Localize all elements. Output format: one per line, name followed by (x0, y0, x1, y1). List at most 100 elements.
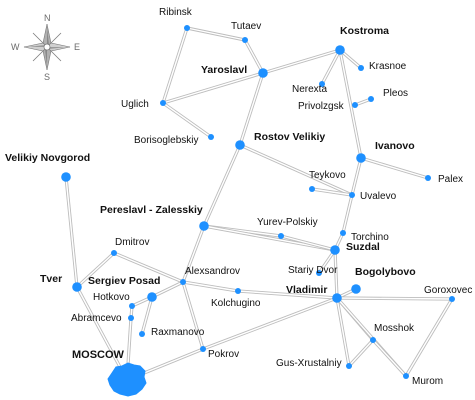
city-dot[interactable] (368, 96, 374, 102)
city-velikiy[interactable]: Velikiy Novgorod (5, 152, 90, 182)
city-dot[interactable] (242, 37, 248, 43)
city-dmitrov[interactable]: Dmitrov (111, 237, 149, 256)
city-yurev[interactable]: Yurev-Polskiy (257, 217, 318, 239)
city-label: Krasnoe (369, 61, 407, 72)
road-yaroslavl-rostov (238, 71, 265, 147)
city-krasnoe[interactable]: Krasnoe (358, 61, 407, 72)
city-suzdal[interactable]: Suzdal (330, 241, 380, 255)
city-dot[interactable] (358, 65, 364, 71)
city-hotkovo[interactable]: Hotkovo (93, 292, 135, 309)
city-ivanovo[interactable]: Ivanovo (356, 140, 415, 163)
city-abramcevo[interactable]: Abramcevo (71, 313, 134, 324)
road-rostov-pereslavl (202, 143, 242, 228)
city-dot[interactable] (72, 282, 82, 292)
city-label: Vladimir (286, 284, 327, 296)
city-dot[interactable] (356, 153, 366, 163)
city-dot[interactable] (316, 270, 322, 276)
city-dot[interactable] (160, 100, 166, 106)
city-dot[interactable] (235, 288, 241, 294)
city-bogolybovo[interactable]: Bogolybovo (351, 266, 416, 294)
city-dot[interactable] (352, 102, 358, 108)
city-dot[interactable] (278, 233, 284, 239)
city-goroxovec[interactable]: Goroxovec (424, 285, 472, 302)
city-kolchugino[interactable]: Kolchugino (211, 288, 261, 309)
city-stariy[interactable]: Stariy Dvor (288, 265, 338, 276)
city-label: Torchino (351, 232, 389, 243)
city-vladimir[interactable]: Vladimir (286, 284, 342, 303)
city-sergiev[interactable]: Sergiev Posad (88, 275, 160, 302)
city-dot[interactable] (180, 279, 186, 285)
city-dot[interactable] (403, 373, 409, 379)
city-label: Pereslavl - Zalesskiy (100, 204, 203, 216)
city-uvalevo[interactable]: Uvalevo (349, 191, 397, 202)
compass-north-label: N (44, 13, 51, 23)
city-dot[interactable] (349, 192, 355, 198)
road-dmitrov-alexandrov (112, 251, 185, 284)
city-borisoglebskiy[interactable]: Borisoglebskiy (134, 134, 214, 146)
compass-west-label: W (11, 42, 20, 52)
road-suzdal-vladimir (333, 248, 339, 300)
road-alexandrov-kolchugino (181, 280, 240, 293)
city-mosshok[interactable]: Mosshok (370, 323, 415, 343)
city-dot[interactable] (184, 25, 190, 31)
road-sergiev-raxmanovo (140, 295, 154, 336)
city-dot[interactable] (335, 45, 345, 55)
city-dot[interactable] (258, 68, 268, 78)
city-pereslavl[interactable]: Pereslavl - Zalesskiy (100, 204, 209, 231)
city-label: Suzdal (346, 241, 380, 253)
city-label: Kolchugino (211, 298, 261, 309)
road-ivanovo-palex (359, 156, 430, 180)
city-dot[interactable] (330, 245, 340, 255)
city-dot[interactable] (309, 186, 315, 192)
city-privolzgsk[interactable]: Privolzgsk (298, 101, 358, 112)
city-tutaev[interactable]: Tutaev (231, 21, 261, 43)
city-dot[interactable] (147, 292, 157, 302)
city-palex[interactable]: Palex (425, 174, 463, 185)
city-dot[interactable] (319, 81, 325, 87)
road-uvalevo-torchino (341, 193, 354, 235)
city-dot[interactable] (332, 293, 342, 303)
city-dot[interactable] (208, 134, 214, 140)
city-dot[interactable] (200, 346, 206, 352)
city-uglich[interactable]: Uglich (121, 99, 166, 110)
city-label: Ribinsk (159, 7, 193, 18)
road-rybinsk-tutaev (185, 26, 247, 42)
city-nerexta[interactable]: Nerexta (292, 81, 327, 95)
city-label: Bogolybovo (355, 266, 416, 278)
city-rostov[interactable]: Rostov Velikiy (235, 131, 325, 150)
city-gus[interactable]: Gus-Xrustalniy (276, 358, 352, 369)
city-dot[interactable] (425, 175, 431, 181)
city-teykovo[interactable]: Teykovo (309, 170, 346, 192)
city-dot[interactable] (61, 172, 71, 182)
city-torchino[interactable]: Torchino (340, 230, 389, 243)
city-label: Kostroma (340, 25, 389, 37)
city-pokrov[interactable]: Pokrov (200, 346, 239, 360)
city-murom[interactable]: Murom (403, 373, 443, 387)
city-label: Mosshok (374, 323, 415, 334)
city-raxmanovo[interactable]: Raxmanovo (139, 327, 205, 338)
city-dot[interactable] (449, 296, 455, 302)
road-mosshok-murom (371, 338, 408, 378)
city-dot[interactable] (111, 250, 117, 256)
city-dot[interactable] (139, 331, 145, 337)
city-kostroma[interactable]: Kostroma (335, 25, 389, 55)
city-pleos[interactable]: Pleos (368, 88, 408, 102)
city-rybinsk[interactable]: Ribinsk (159, 7, 193, 31)
city-alexandrov[interactable]: Alexsandrov (180, 266, 240, 285)
city-dot[interactable] (128, 315, 134, 321)
city-dot[interactable] (235, 140, 245, 150)
city-dot[interactable] (346, 363, 352, 369)
city-dot[interactable] (340, 230, 346, 236)
road-teykovo-uvalevo (310, 187, 354, 197)
city-label: Pleos (383, 88, 408, 99)
city-dot[interactable] (199, 221, 209, 231)
city-dot[interactable] (351, 284, 361, 294)
city-dot[interactable] (129, 303, 135, 309)
city-dot[interactable] (370, 337, 376, 343)
city-tver[interactable]: Tver (40, 273, 82, 292)
city-label: Velikiy Novgorod (5, 152, 90, 164)
city-label: Uglich (121, 99, 149, 110)
city-label: Dmitrov (115, 237, 149, 248)
city-yaroslavl[interactable]: Yaroslavl (201, 64, 268, 78)
